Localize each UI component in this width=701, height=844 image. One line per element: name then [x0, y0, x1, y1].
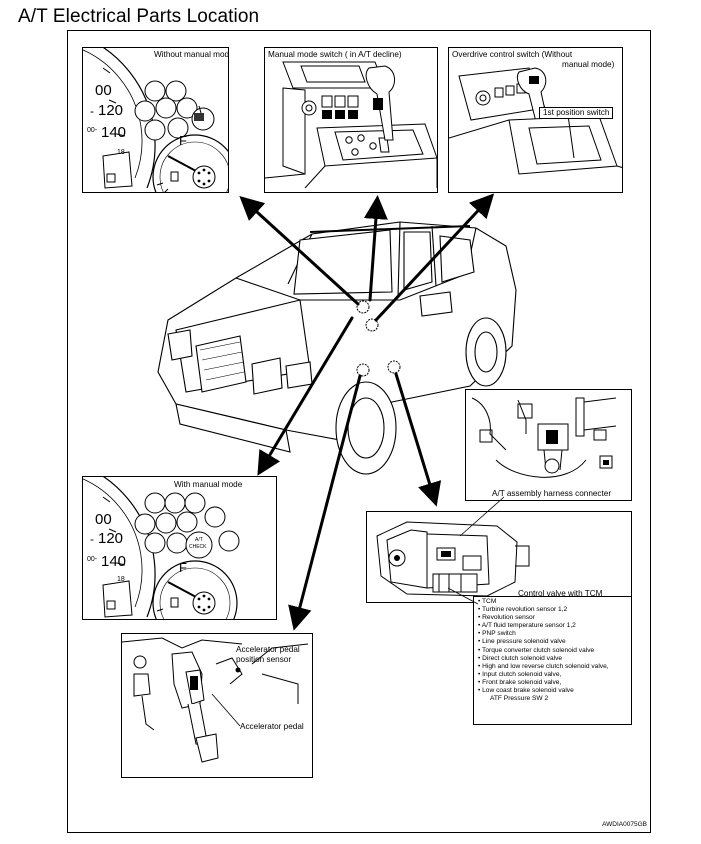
speed-mark: 140 — [101, 124, 127, 141]
location-marker — [356, 363, 370, 377]
panel-control-valve: Control valve with TCM — [366, 511, 632, 603]
speed-mark: 00 — [95, 82, 112, 99]
tcm-component: A/T fluid temperature sensor 1,2 — [478, 622, 638, 630]
shifter-illustration — [449, 67, 622, 175]
leader-line — [459, 496, 505, 537]
fuel-letter: F — [179, 560, 187, 575]
tcm-component: High and low reverse clutch solenoid val… — [478, 663, 638, 671]
arrow-to-overdrive-control-switch — [374, 193, 495, 322]
cluster-illustration — [83, 477, 240, 619]
panel-caption: A/T assembly harness connecter — [492, 489, 612, 498]
sensor-label: position sensor — [236, 655, 292, 664]
tcm-component: Turbine revolution sensor 1,2 — [478, 606, 638, 614]
panel-harness-connecter: A/T assembly harness connecter — [465, 389, 632, 501]
tcm-component: Input clutch solenoid valve, — [478, 671, 638, 679]
vehicle-illustration — [157, 221, 517, 475]
location-marker — [356, 300, 370, 314]
console-illustration — [265, 61, 437, 189]
pedal-label: Accelerator pedal — [240, 722, 304, 731]
tcm-component: Revolution sensor — [478, 614, 638, 622]
check-lamp-label: CHECK — [189, 544, 207, 550]
speed-tick-prefix: - — [90, 104, 94, 118]
panel-without-manual-mode: Without manual mode 00 120 140 - 00- F 1… — [82, 47, 229, 193]
arrow-to-with-manual-mode — [257, 316, 354, 476]
transmission-illustration — [376, 521, 530, 597]
panel-with-manual-mode: With manual mode 00 120 140 - 00- A/T CH… — [82, 476, 277, 620]
tcm-component: Torque converter clutch solenoid valve — [478, 647, 638, 655]
tcm-components-list: TCM Turbine revolution sensor 1,2 Revolu… — [478, 598, 638, 703]
tcm-component: PNP switch — [478, 630, 638, 638]
location-marker — [365, 318, 379, 332]
odometer-label: 18 — [117, 576, 125, 583]
location-marker — [387, 360, 401, 374]
harness-illustration — [471, 397, 617, 478]
tcm-component: Low coast brake solenoid valve — [478, 687, 638, 695]
speed-mark: 140 — [101, 553, 127, 570]
speed-tick-prefix: 00- — [87, 556, 98, 563]
diagram-frame — [67, 30, 651, 833]
figure-code: AWDIA0075GB — [602, 821, 647, 828]
panel-manual-mode-switch: Manual mode switch ( in A/T decline) — [264, 47, 438, 193]
speed-mark: 00 — [95, 511, 112, 528]
speed-tick-prefix: 00- — [87, 127, 98, 134]
check-lamp-label: A/T — [195, 537, 203, 543]
tcm-component: ATF Pressure SW 2 — [490, 695, 549, 703]
tcm-component: TCM — [478, 598, 638, 606]
tcm-component: Front brake solenoid valve, — [478, 679, 638, 687]
tcm-component: Line pressure solenoid valve — [478, 638, 638, 646]
arrow-to-control-valve — [394, 372, 442, 507]
cluster-illustration — [83, 48, 228, 192]
panel-caption: Without manual mode — [154, 50, 229, 59]
page-title: A/T Electrical Parts Location — [18, 6, 260, 27]
pedal-illustration — [122, 637, 309, 763]
panel-caption: Manual mode switch ( in A/T decline) — [268, 50, 402, 59]
panel-overdrive-control-switch: Overdrive control switch (Without manual… — [448, 47, 623, 193]
speed-tick-prefix: - — [90, 532, 94, 546]
speed-mark: 120 — [98, 102, 124, 119]
panel-caption: With manual mode — [174, 480, 243, 489]
tcm-component: Direct clutch solenoid valve — [478, 655, 638, 663]
odometer-label: 18 — [117, 149, 125, 156]
panel-caption: Overdrive control switch (Without — [452, 50, 573, 59]
speed-mark: 120 — [98, 530, 124, 547]
leader-line — [447, 587, 479, 605]
sensor-label: Accelerator pedal — [236, 645, 300, 654]
arrow-to-without-manual-mode — [239, 195, 360, 306]
panel-accelerator-pedal: Accelerator pedal position sensor Accele… — [121, 633, 313, 778]
callout-1st-position-switch: 1st position switch — [539, 107, 614, 119]
panel-caption: Control valve with TCM — [518, 589, 603, 598]
arrow-to-accelerator-pedal — [288, 374, 362, 631]
arrow-to-manual-mode-switch — [363, 195, 388, 302]
panel-caption: manual mode) — [562, 60, 615, 69]
fuel-letter: F — [179, 133, 187, 148]
